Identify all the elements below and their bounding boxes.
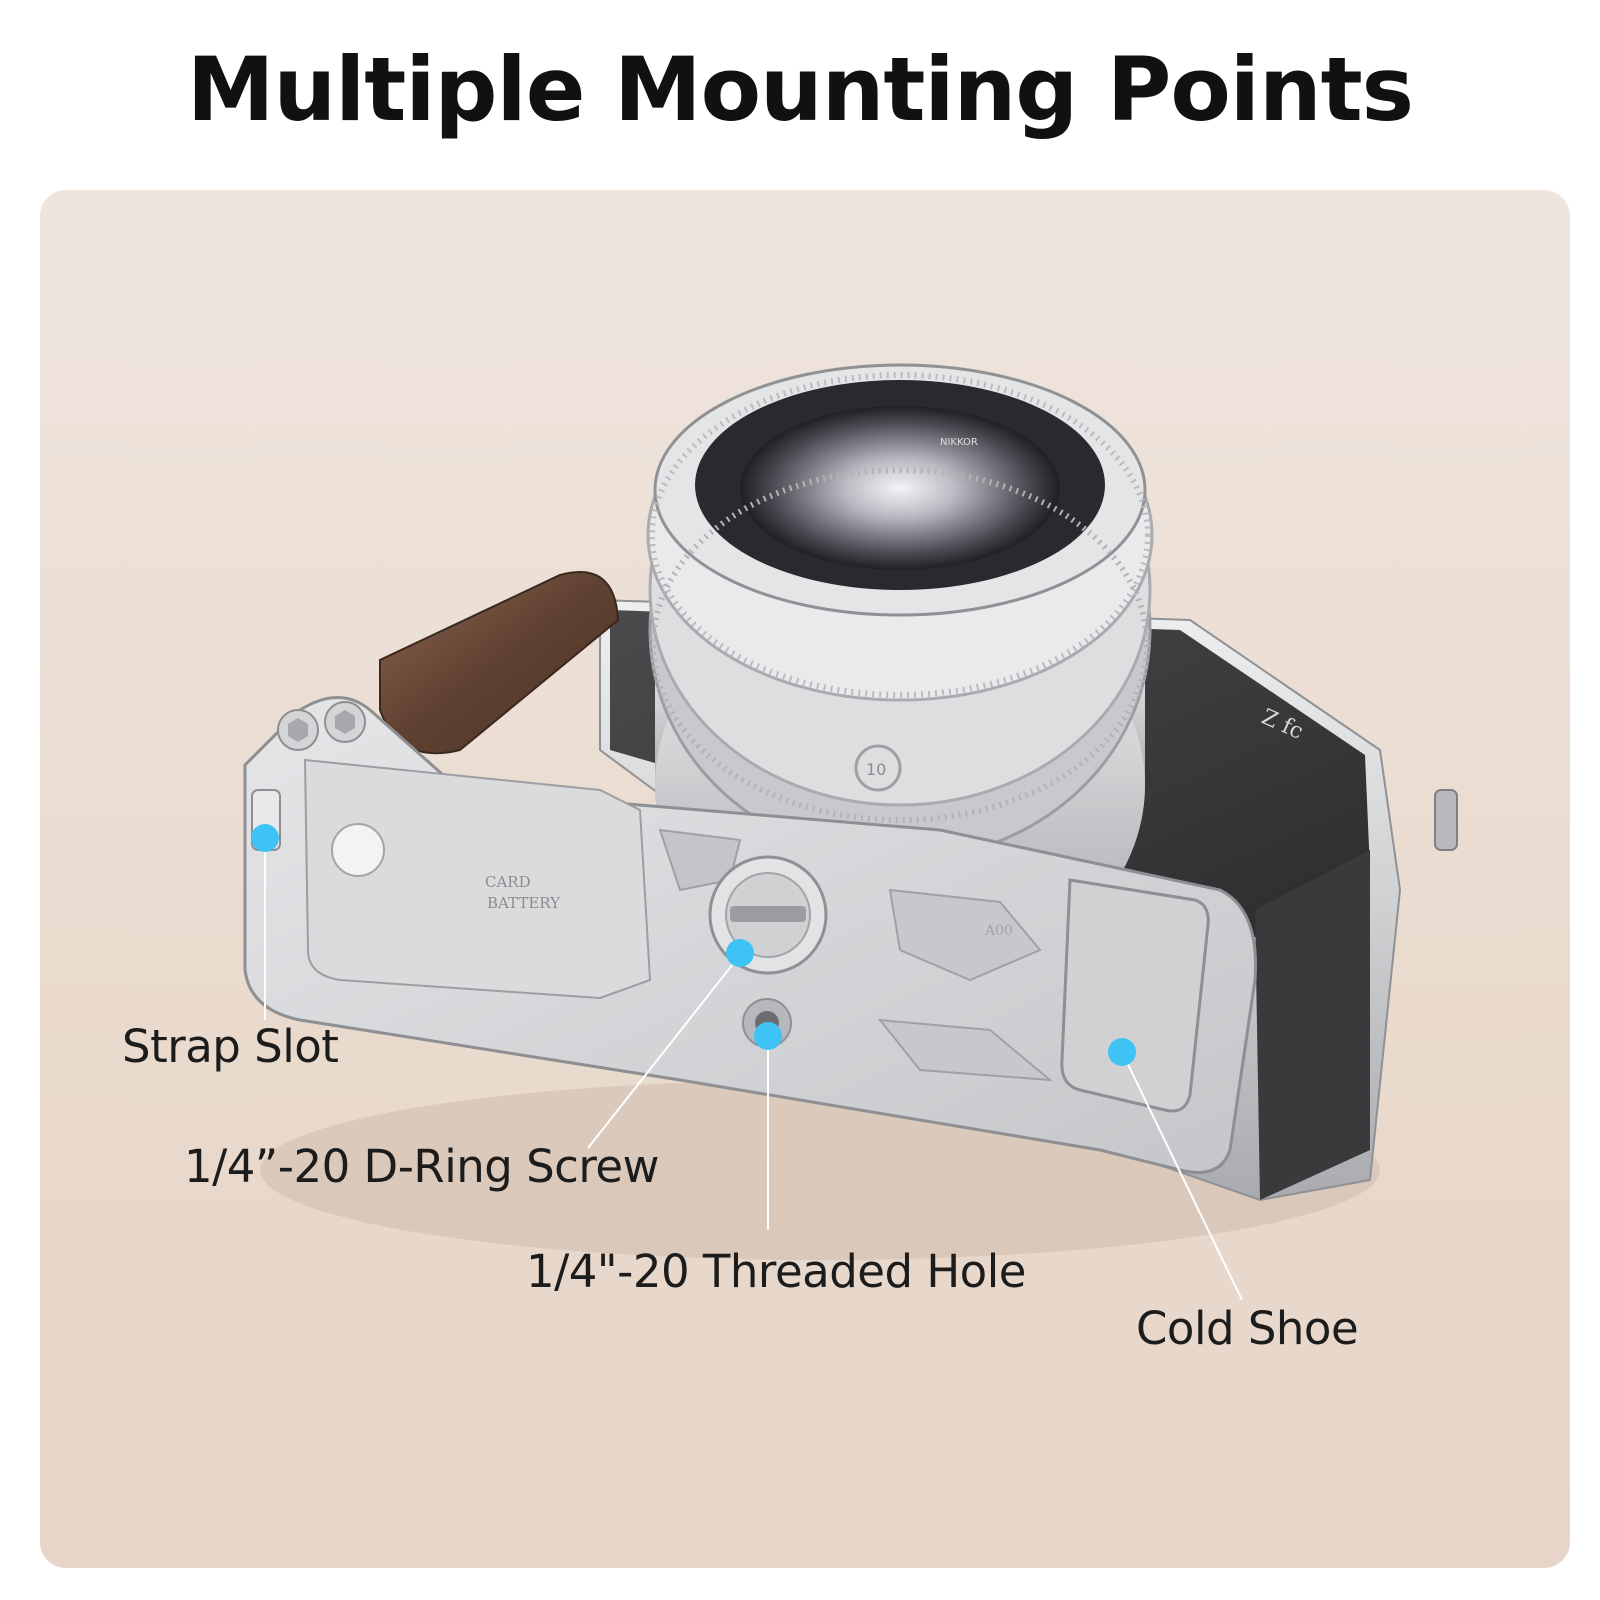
callout-threaded-hole: 1/4"-20 Threaded Hole: [526, 1245, 1026, 1298]
cold-shoe: [1060, 878, 1210, 1113]
page-title: Multiple Mounting Points: [186, 38, 1414, 141]
battery-latch-icon: [331, 823, 385, 877]
callout-strap-slot: Strap Slot: [122, 1020, 339, 1073]
lens-brand-text: NIKKOR: [940, 437, 978, 448]
camera-cage-photo: NIKKOR 10 Z fc CARD BATTERY A00: [243, 363, 1458, 1301]
marker-dot-icon: [754, 1022, 782, 1050]
marker-dot-icon: [251, 824, 279, 852]
card-text: CARD: [485, 873, 531, 891]
marker-dot-icon: [726, 939, 754, 967]
plate-mark-text: A00: [984, 923, 1013, 939]
hex-screw-icon: [277, 701, 366, 751]
lens-badge-text: 10: [866, 760, 886, 779]
product-stage: NIKKOR 10 Z fc CARD BATTERY A00: [40, 190, 1570, 1568]
marker-dot-icon: [1108, 1038, 1136, 1066]
callout-cold-shoe: Cold Shoe: [1136, 1302, 1359, 1355]
leader-line-dring: [587, 954, 741, 1149]
battery-door: [303, 758, 652, 1000]
plate-cutout: [877, 1018, 1054, 1082]
camera-side: [1255, 850, 1370, 1200]
callout-d-ring-screw: 1/4”-20 D-Ring Screw: [184, 1140, 659, 1193]
plate-cutout: [888, 888, 1042, 982]
leader-line-cold: [1121, 1051, 1243, 1301]
wood-grip: [379, 571, 620, 755]
strap-lug: [1434, 789, 1458, 851]
battery-text: BATTERY: [487, 894, 561, 912]
